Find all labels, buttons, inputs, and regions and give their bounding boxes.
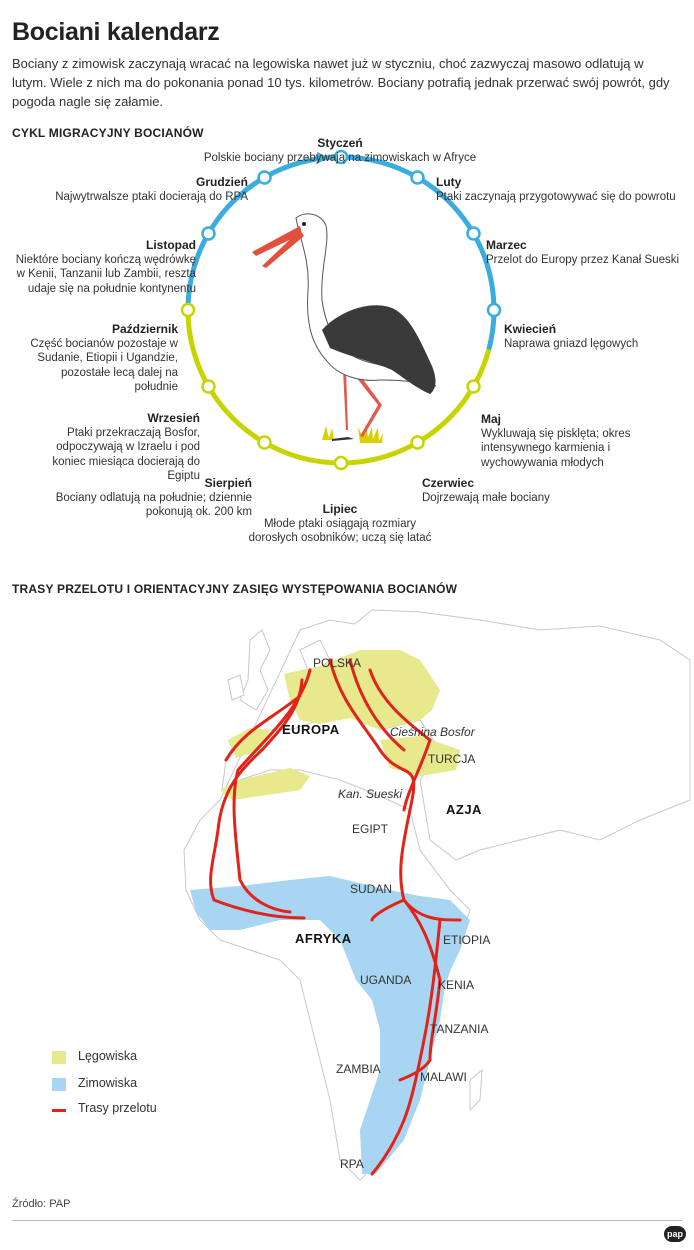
label-europa: EUROPA (282, 722, 340, 737)
flight-route (232, 668, 312, 914)
month-node (466, 226, 481, 241)
month-pazdziernik: Październik Część bocianów pozostaje w S… (30, 322, 178, 393)
month-node (201, 226, 216, 241)
migration-map (183, 609, 691, 1181)
month-styczen: Styczeń Polskie bociany przebywają na zi… (203, 136, 477, 164)
label-egipt: EGIPT (352, 822, 389, 836)
month-node (333, 149, 349, 165)
month-lipiec: Lipiec Młode ptaki osiągają rozmiary dor… (248, 502, 432, 544)
migration-cycle-diagram (180, 149, 502, 471)
flight-route (368, 668, 432, 812)
legend-swatch-wintering (52, 1078, 66, 1091)
month-czerwiec: Czerwiec Dojrzewają małe bociany (422, 476, 550, 504)
flight-route (398, 1058, 432, 1082)
source-note: Źródło: PAP (12, 1198, 71, 1210)
month-grudzien: Grudzień Najwytrwalsze ptaki docierają d… (55, 175, 248, 203)
month-node (180, 302, 196, 318)
month-sierpien: Sierpień Bociany odlatują na południe; d… (55, 476, 252, 518)
label-uganda: UGANDA (360, 973, 412, 987)
label-rpa: RPA (340, 1157, 364, 1171)
wintering-area-africa (190, 876, 470, 1174)
month-wrzesien: Wrzesień Ptaki przekraczają Bosfor, odpo… (52, 411, 200, 482)
month-node (201, 379, 216, 394)
breeding-area-iberia (228, 728, 270, 758)
label-malawi: MALAWI (420, 1070, 467, 1084)
label-turcja: TURCJA (428, 752, 476, 766)
ring-arc-summer (185, 309, 492, 466)
month-node (257, 435, 272, 450)
month-node (466, 379, 481, 394)
pap-logo: pap (664, 1226, 686, 1242)
label-afryka: AFRYKA (295, 931, 352, 946)
label-polska: POLSKA (313, 656, 362, 670)
month-luty: Luty Ptaki zaczynają przygotowywać się d… (436, 175, 676, 203)
divider (12, 1220, 682, 1221)
stork-illustration (252, 213, 437, 443)
month-node (257, 170, 272, 185)
label-etiopia: ETIOPIA (443, 933, 491, 947)
label-sueski: Kan. Sueski (338, 787, 403, 801)
breeding-area-maghreb (220, 768, 310, 800)
label-bosfor: Cieśnina Bosfor (390, 725, 475, 739)
month-node (333, 455, 349, 471)
label-sudan: SUDAN (350, 882, 393, 896)
page-title: Bociani kalendarz (12, 18, 220, 46)
month-node (410, 170, 425, 185)
flight-route (370, 918, 442, 1176)
month-listopad: Listopad Niektóre bociany kończą wędrówk… (15, 238, 196, 295)
flight-route (209, 678, 306, 920)
cycle-heading: CYKL MIGRACYJNY BOCIANÓW (12, 126, 204, 140)
flight-routes (209, 658, 462, 1176)
breeding-area-europe (284, 650, 440, 730)
label-zambia: ZAMBIA (336, 1062, 381, 1076)
flight-route (402, 898, 442, 1062)
month-node (410, 435, 425, 450)
flight-route (370, 898, 406, 922)
month-maj: Maj Wykluwają się pisklęta; okres intens… (481, 412, 631, 469)
label-kenia: KENIA (438, 978, 475, 992)
month-node (486, 302, 502, 318)
label-tanzania: TANZANIA (430, 1022, 489, 1036)
cycle-ring (180, 149, 502, 471)
month-kwiecien: Kwiecień Naprawa gniazd lęgowych (504, 322, 639, 350)
flight-route (348, 658, 406, 752)
land-outline (183, 609, 691, 1181)
label-azja: AZJA (446, 802, 482, 817)
intro-text: Bociany z zimowisk zaczynają wracać na l… (12, 56, 670, 109)
flight-route (224, 694, 302, 762)
legend-swatch-routes (52, 1109, 66, 1112)
map-heading: TRASY PRZELOTU I ORIENTACYJNY ZASIĘG WYS… (12, 582, 458, 596)
legend-swatch-breeding (52, 1051, 66, 1064)
month-marzec: Marzec Przelot do Europy przez Kanał Sue… (486, 238, 680, 266)
flight-route (328, 658, 462, 922)
ring-arrow-icon (317, 151, 330, 164)
